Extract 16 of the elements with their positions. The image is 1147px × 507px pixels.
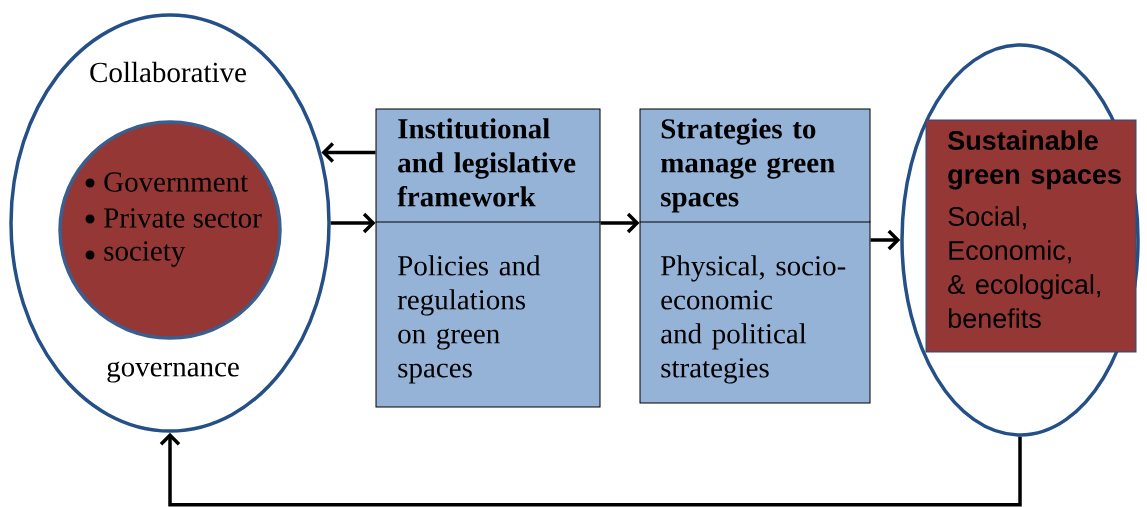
label-text: Physical, socio-economic and political strategies	[661, 255, 846, 384]
list-item: society	[104, 241, 186, 267]
list-item: Private sector	[104, 208, 262, 228]
arrow	[159, 432, 1022, 507]
heading: Sustainable green spaces	[948, 130, 1121, 190]
heading: Strategies to manage green spaces	[661, 118, 835, 213]
label-text: governance	[107, 361, 239, 383]
heading: Institutional and legislative framework	[397, 118, 576, 207]
label-text: Social, Economic, & ecological, benefits	[948, 206, 1100, 329]
arrow	[600, 212, 640, 234]
arrow	[321, 142, 376, 163]
list-item: Government	[104, 172, 248, 192]
arrow	[870, 229, 901, 251]
label-text: Collaborative	[90, 61, 246, 83]
arrow	[330, 212, 376, 234]
label-text: Policies and regulations on green spaces	[397, 255, 541, 384]
